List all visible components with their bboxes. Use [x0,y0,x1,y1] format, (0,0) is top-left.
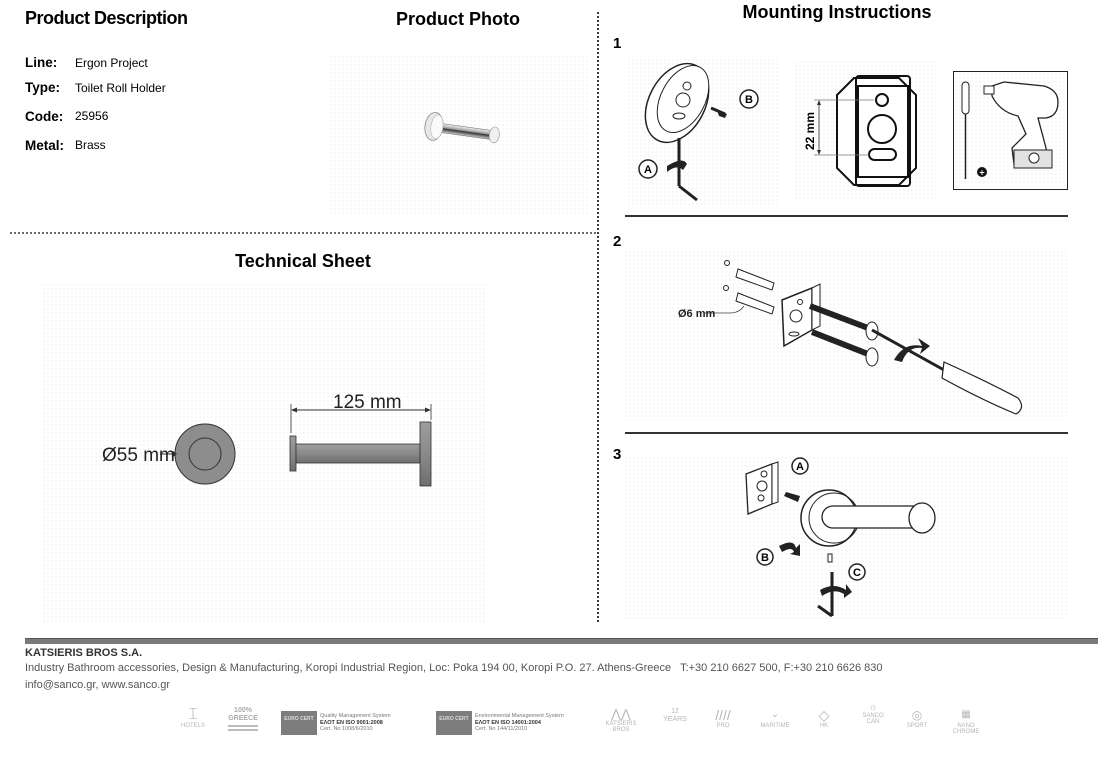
katsieris-bros-logo: ⋀⋀ KATSIERIS BROS [605,707,637,733]
cert-environmental: Environmental Management System ΕΛΟΤ EN … [475,713,564,732]
side-view-end-cap [289,435,297,472]
step-1-callout-b: B [739,89,759,109]
spec-value-type: Toilet Roll Holder [75,81,166,95]
footer-company-name: KATSIERIS BROS S.A. [25,647,143,659]
spec-label-code: Code: [25,109,64,124]
step-3-illustration: A B C [745,457,936,618]
step-1-panel-tools: + [953,71,1068,190]
step-1-plus-callout: + [979,168,984,178]
step-1-divider [625,215,1068,217]
svg-text:A: A [644,164,652,176]
mounting-instructions-title: Mounting Instructions [742,2,932,22]
section-divider-horizontal [10,232,596,234]
spec-value-line: Ergon Project [75,56,148,70]
technical-drawing: Ø55 mm 125 mm [102,392,432,487]
twelve-years-logo: 12 YEARS [663,708,687,723]
step-3-callout-c: C [848,563,866,581]
step-2-panel: Ø6 mm [624,250,1068,420]
step-1-panel-b: 22 mm [794,60,936,200]
footer-contact: info@sanco.gr, www.sanco.gr [25,679,171,691]
step-1-rosette-illustration: A B [638,62,759,202]
product-photo-image [424,112,500,144]
footer-address: Industry Bathroom accessories, Design & … [25,662,883,674]
hk-logo: ◇ HK [818,707,830,729]
wall-bracket-icon [745,461,779,515]
product-photo-title: Product Photo [396,9,520,29]
step-3-callout-b: B [756,548,774,566]
step-3-number: 3 [613,446,622,463]
svg-text:B: B [745,94,753,106]
svg-text:A: A [796,461,804,473]
footer-divider-bar [25,638,1098,644]
svg-text:B: B [761,552,769,564]
step-3-panel: A B C [624,456,1068,620]
spec-label-type: Type: [25,80,61,95]
step-2-illustration: Ø6 mm [678,260,1023,415]
product-photo-frame [329,55,589,215]
step-1-number: 1 [613,35,622,52]
step-1-tools-illustration: + [961,81,1059,179]
nano-chrome-logo: ▦ NANO CHROME [952,709,980,735]
pro-logo: //// PRO [715,707,731,729]
technical-sheet-title: Technical Sheet [235,251,371,271]
length-label: 125 mm [333,392,402,413]
maritime-logo: ⌄ MARITIME [760,709,790,729]
wall-plug-icon [735,268,775,315]
sport-logo: ◎ SPORT [906,708,928,729]
diameter-label: Ø55 mm [102,445,175,466]
hotels-logo: ⌶ HOTELS [180,706,205,730]
screwdriver-icon [871,328,1023,415]
drill-icon [983,81,1059,169]
mounting-bracket-icon [781,283,821,348]
step-1-panel-a: A B [627,58,779,206]
spec-value-metal: Brass [75,138,106,152]
step-1-callout-a: A [638,159,658,179]
section-divider-vertical [597,12,599,622]
screwdriver-icon [961,81,970,115]
sanco-can-logo: ☼ SANCO CAN [862,702,884,726]
step-1-dimension-label: 22 mm [803,112,817,150]
eurocert-badge-environmental: EURO CERT [436,711,472,735]
side-view-bar [295,443,421,464]
spec-label-line: Line: [25,55,58,70]
step-3-callout-a: A [791,457,809,475]
front-view-inner-ring [188,437,222,471]
step-2-divider [625,432,1068,434]
svg-text:C: C [853,567,861,579]
eurocert-badge-quality: EURO CERT [281,711,317,735]
step-2-number: 2 [613,233,622,250]
step-2-dimension-label: Ø6 mm [678,308,716,320]
cert-quality: Quality Management System ΕΛΟΤ EN ISO 90… [320,713,391,732]
step-1-bracket-diagram: 22 mm [803,75,917,187]
spec-label-metal: Metal: [25,138,65,153]
spec-value-code: 25956 [75,109,109,123]
toilet-roll-holder-icon [800,489,936,547]
product-description-title: Product Description [25,8,188,28]
greece-logo: 100% GREECE [228,707,258,731]
technical-drawing-frame: Ø55 mm 125 mm [42,283,487,623]
